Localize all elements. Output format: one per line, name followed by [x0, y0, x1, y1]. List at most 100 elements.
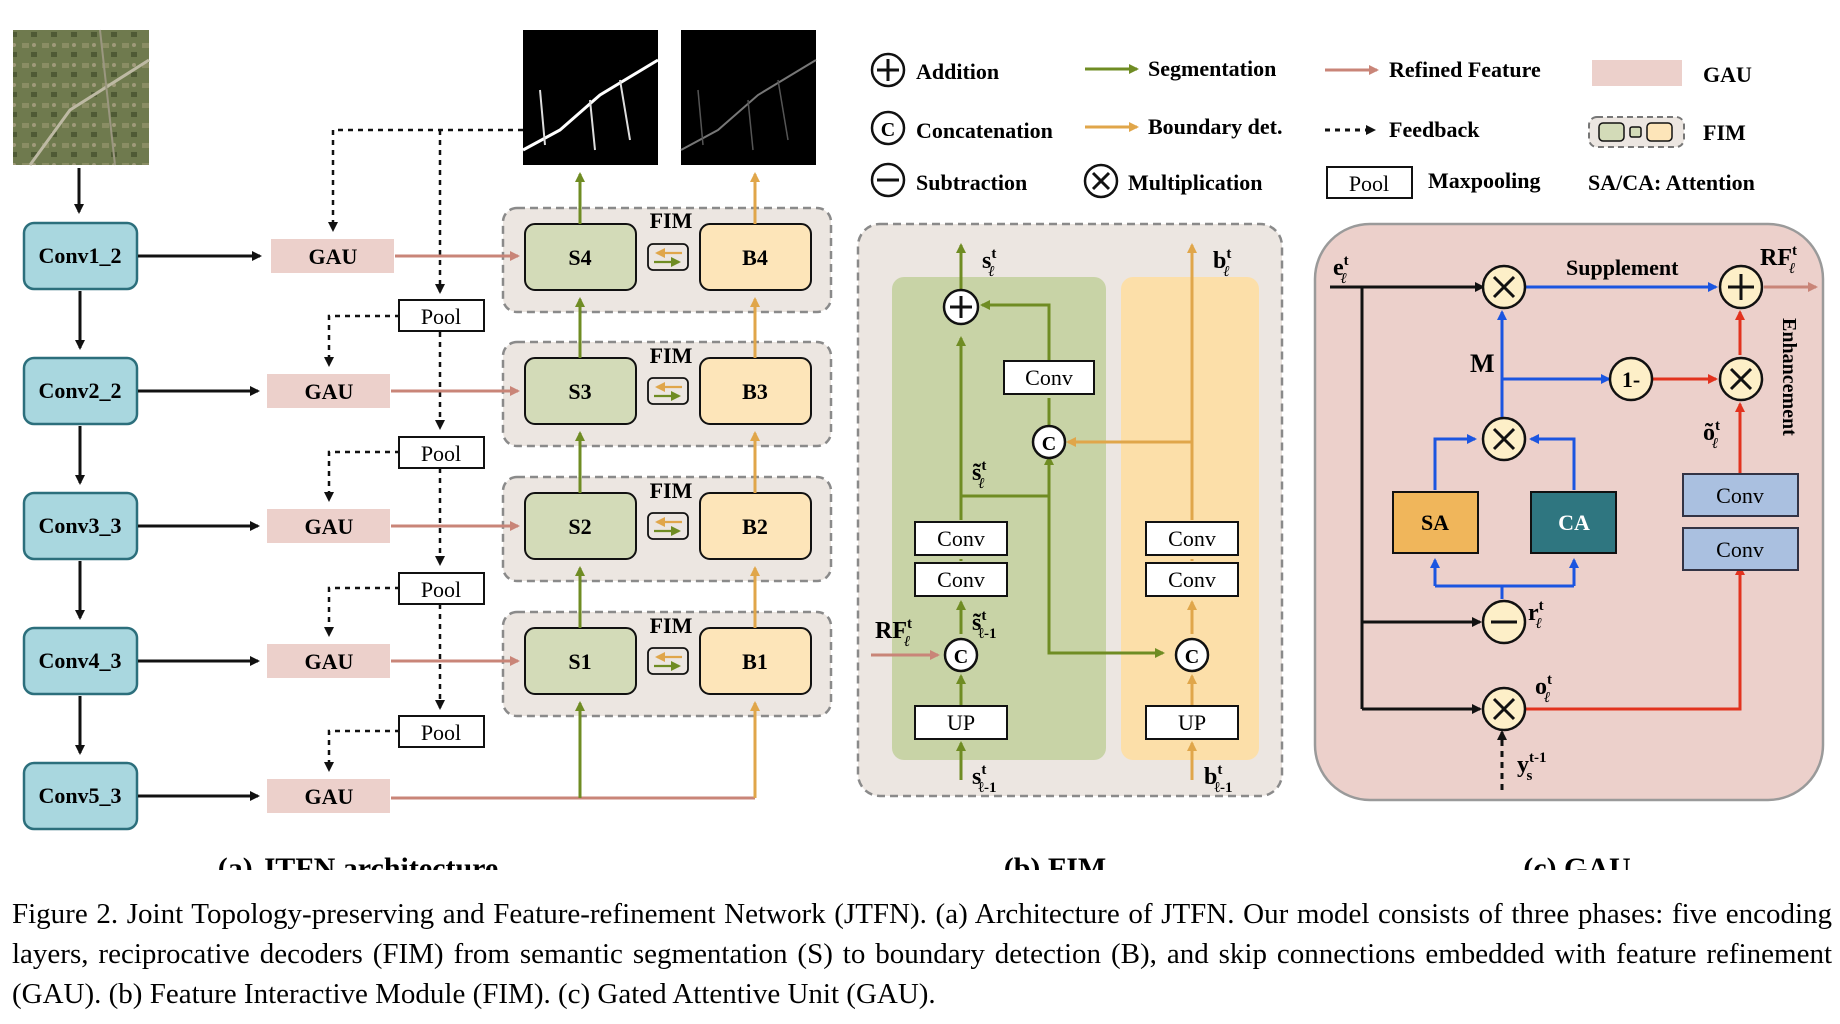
gau-supplement-label: Supplement — [1566, 255, 1679, 280]
svg-text:s̃tℓ: s̃tℓ — [972, 458, 986, 492]
gau-label: GAU — [305, 379, 354, 404]
gau-sa-block: SA — [1392, 491, 1479, 554]
svg-text:Conv: Conv — [1025, 365, 1073, 390]
encoder-label: Conv1_2 — [38, 243, 121, 268]
seg-node-s2: S2 — [524, 492, 637, 560]
gau-box-2: GAU — [267, 374, 390, 408]
subtitle-c: (c) GAU — [1523, 852, 1630, 870]
legend-subtraction: Subtraction — [916, 170, 1027, 195]
addition-symbol — [870, 52, 906, 88]
legend-addition: Addition — [916, 59, 999, 84]
gau-subtract — [1481, 599, 1527, 645]
svg-text:Conv: Conv — [1716, 537, 1764, 562]
encoder-label: Conv2_2 — [38, 378, 121, 403]
gau-mult-top — [1481, 264, 1527, 310]
encoder-label: Conv3_3 — [38, 513, 121, 538]
decoder-arrows — [391, 172, 760, 800]
fim-bnd-conv-2: Conv — [1145, 562, 1239, 597]
seg-node-s3: S3 — [524, 357, 637, 425]
legend-pool-label: Pool — [1349, 171, 1389, 196]
pool-box-1: Pool — [398, 299, 485, 332]
node-label: S2 — [568, 514, 591, 539]
fim-label-1: FIM — [650, 613, 693, 638]
bnd-node-b4: B4 — [699, 223, 812, 291]
node-label: B2 — [742, 514, 768, 539]
legend-maxpooling: Maxpooling — [1428, 168, 1540, 193]
svg-text:Conv: Conv — [937, 567, 985, 592]
pool-label: Pool — [421, 441, 461, 466]
gau-mult-bottom — [1481, 686, 1527, 732]
segmentation-output-map — [522, 30, 659, 165]
gau-label: GAU — [305, 514, 354, 539]
bnd-node-b3: B3 — [699, 357, 812, 425]
gau-one-minus: 1- — [1608, 356, 1654, 402]
svg-text:õtℓ: õtℓ — [1703, 418, 1720, 452]
svg-text:etℓ: etℓ — [1333, 253, 1349, 287]
concatenation-symbol: C — [870, 110, 906, 146]
svg-text:otℓ: otℓ — [1535, 672, 1552, 706]
legend-fim: FIM — [1703, 120, 1746, 145]
input-aerial-image — [13, 29, 150, 166]
fim-seg-conv-2: Conv — [914, 562, 1008, 597]
gau-add — [1718, 264, 1764, 310]
subtitle-b: (b) FIM — [1004, 852, 1106, 870]
node-label: S3 — [568, 379, 591, 404]
exchange-icons — [647, 243, 689, 675]
fim-label-4: FIM — [650, 208, 693, 233]
gau-box-1: GAU — [271, 239, 394, 273]
svg-text:UP: UP — [947, 710, 975, 735]
pool-box-3: Pool — [398, 572, 485, 605]
svg-text:Conv: Conv — [1716, 483, 1764, 508]
node-label: B4 — [742, 245, 768, 270]
node-label: S1 — [568, 649, 591, 674]
fim-bnd-conv-1: Conv — [1145, 521, 1239, 556]
svg-text:s̃tℓ-1: s̃tℓ-1 — [972, 608, 996, 642]
node-label: B3 — [742, 379, 768, 404]
boundary-output-map — [680, 30, 817, 165]
fim-seg-conv-1: Conv — [914, 521, 1008, 556]
gau-box-3: GAU — [267, 509, 390, 543]
fim-bnd-up: UP — [1145, 705, 1239, 740]
gau-label: GAU — [305, 784, 354, 809]
svg-text:CA: CA — [1558, 510, 1590, 535]
gau-ca-block: CA — [1530, 491, 1617, 554]
fim-add-op — [942, 288, 980, 326]
fim-conv-top: Conv — [1003, 360, 1095, 395]
bnd-node-b2: B2 — [699, 492, 812, 560]
svg-text:Conv: Conv — [1168, 526, 1216, 551]
fim-concat-seg: C — [943, 637, 979, 673]
pool-label: Pool — [421, 577, 461, 602]
svg-text:yt-1s: yt-1s — [1517, 750, 1547, 784]
pool-label: Pool — [421, 720, 461, 745]
feedback-lines — [324, 128, 523, 772]
encoder-conv1-2: Conv1_2 — [22, 221, 139, 291]
encoder-conv3-3: Conv3_3 — [22, 491, 139, 561]
svg-text:btℓ: btℓ — [1213, 246, 1231, 280]
legend-refined: Refined Feature — [1389, 57, 1541, 82]
svg-text:btℓ-1: btℓ-1 — [1204, 762, 1232, 796]
pool-label: Pool — [421, 304, 461, 329]
gau-conv-1: Conv — [1682, 473, 1799, 517]
legend-gau-swatch — [1592, 60, 1682, 86]
fim-seg-up: UP — [914, 705, 1008, 740]
seg-node-s4: S4 — [524, 223, 637, 291]
legend-gau: GAU — [1703, 62, 1752, 87]
gau-conv-2: Conv — [1682, 527, 1799, 571]
panel-jtfn-architecture: Conv1_2 Conv2_2 Conv3_3 Conv4_3 Conv5_3 — [13, 29, 833, 870]
gau-m-label: M — [1470, 349, 1495, 378]
encoder-conv2-2: Conv2_2 — [22, 356, 139, 426]
node-label: B1 — [742, 649, 768, 674]
pool-box-4: Pool — [398, 715, 485, 748]
encoder-conv4-3: Conv4_3 — [22, 626, 139, 696]
svg-text:SA: SA — [1421, 510, 1449, 535]
gau-mult-right — [1718, 356, 1764, 402]
svg-text:C: C — [1185, 646, 1199, 668]
svg-text:C: C — [1042, 433, 1056, 455]
encoder-arrows — [75, 251, 262, 801]
encoder-label: Conv4_3 — [38, 648, 121, 673]
legend-multiplication: Multiplication — [1128, 170, 1262, 195]
